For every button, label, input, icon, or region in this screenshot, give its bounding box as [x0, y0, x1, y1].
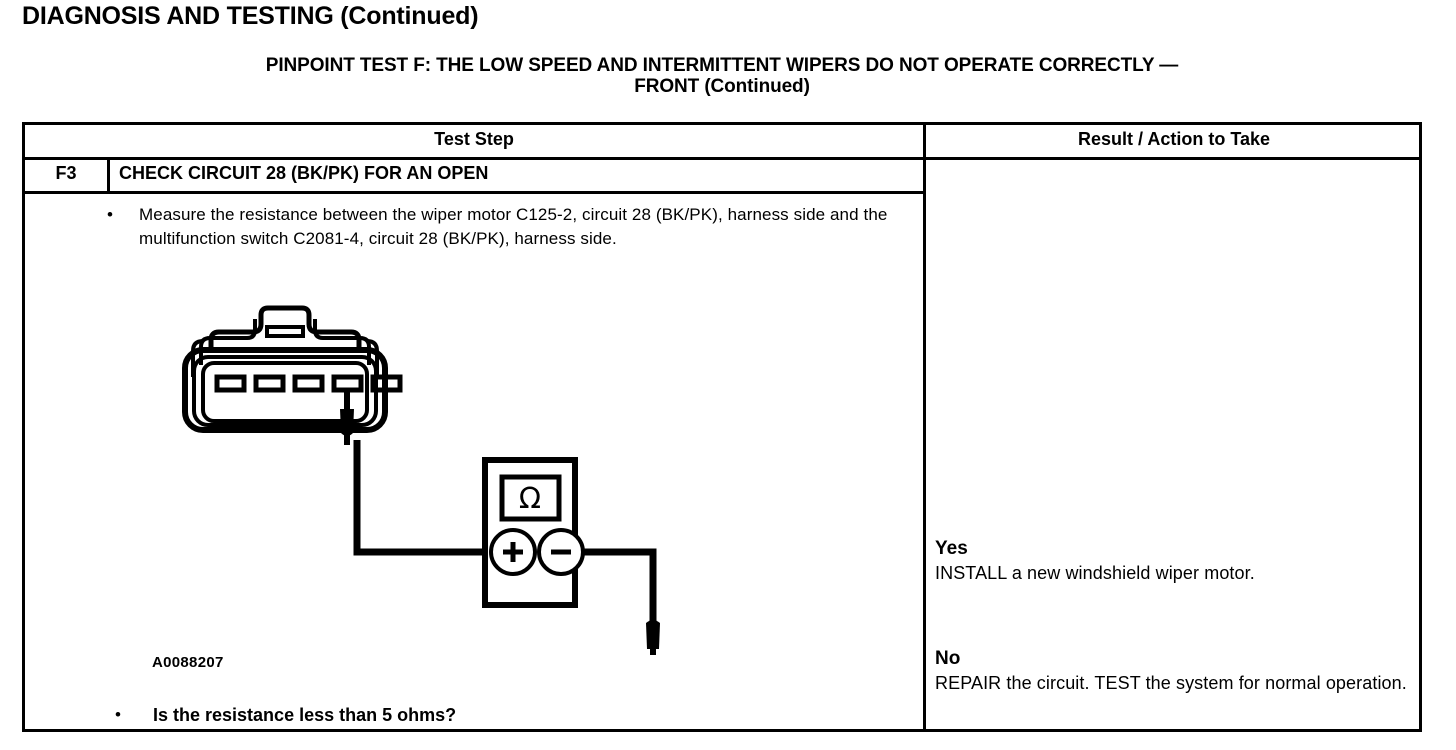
- list-item: • Measure the resistance between the wip…: [107, 203, 897, 251]
- pinpoint-test-title-line2: FRONT (Continued): [634, 76, 810, 97]
- result-no-key: No: [935, 648, 961, 669]
- step-id-label: F3: [55, 163, 77, 183]
- test-lead-negative: [575, 548, 657, 635]
- result-yes-action: INSTALL a new windshield wiper motor.: [935, 563, 1255, 583]
- step-instruction-text: Measure the resistance between the wiper…: [139, 205, 888, 248]
- step-instruction-list: • Measure the resistance between the wip…: [107, 203, 897, 251]
- bullet-icon: •: [107, 205, 113, 224]
- column-divider: [923, 125, 926, 729]
- figure-id: A0088207: [152, 654, 224, 671]
- bottom-connector-probe: [646, 620, 660, 655]
- column-header-result-action: Result / Action to Take: [1077, 129, 1271, 149]
- top-connector-probe: [340, 390, 354, 445]
- step-question: • Is the resistance less than 5 ohms?: [115, 704, 456, 726]
- bullet-icon: •: [115, 705, 121, 724]
- pinpoint-test-table: Test Step Result / Action to Take F3 CHE…: [22, 122, 1422, 732]
- resistance-measurement-diagram: Ω: [175, 305, 795, 655]
- step-title: CHECK CIRCUIT 28 (BK/PK) FOR AN OPEN: [119, 163, 489, 183]
- result-no-action: REPAIR the circuit. TEST the system for …: [935, 673, 1407, 693]
- meter-display-omega: Ω: [519, 481, 541, 515]
- pinpoint-test-title: PINPOINT TEST F: THE LOW SPEED AND INTER…: [22, 55, 1422, 97]
- column-header-test-step: Test Step: [434, 129, 514, 149]
- top-connector-wiper-motor: [182, 305, 403, 433]
- header-rule: [25, 157, 1419, 160]
- step-title-rule: [25, 191, 923, 194]
- step-question-text: Is the resistance less than 5 ohms?: [153, 705, 457, 725]
- page-title: DIAGNOSIS AND TESTING (Continued): [22, 2, 479, 30]
- meter-positive-terminal: [503, 542, 523, 562]
- result-yes-key: Yes: [935, 538, 968, 559]
- pinpoint-test-title-line1: PINPOINT TEST F: THE LOW SPEED AND INTER…: [265, 55, 1179, 76]
- ohmmeter: Ω: [482, 457, 585, 608]
- result-no: No REPAIR the circuit. TEST the system f…: [935, 647, 1415, 695]
- test-lead-positive: [353, 440, 485, 556]
- result-yes: Yes INSTALL a new windshield wiper motor…: [935, 537, 1415, 585]
- step-id-divider: [107, 160, 110, 191]
- top-connector-pins: [214, 374, 403, 393]
